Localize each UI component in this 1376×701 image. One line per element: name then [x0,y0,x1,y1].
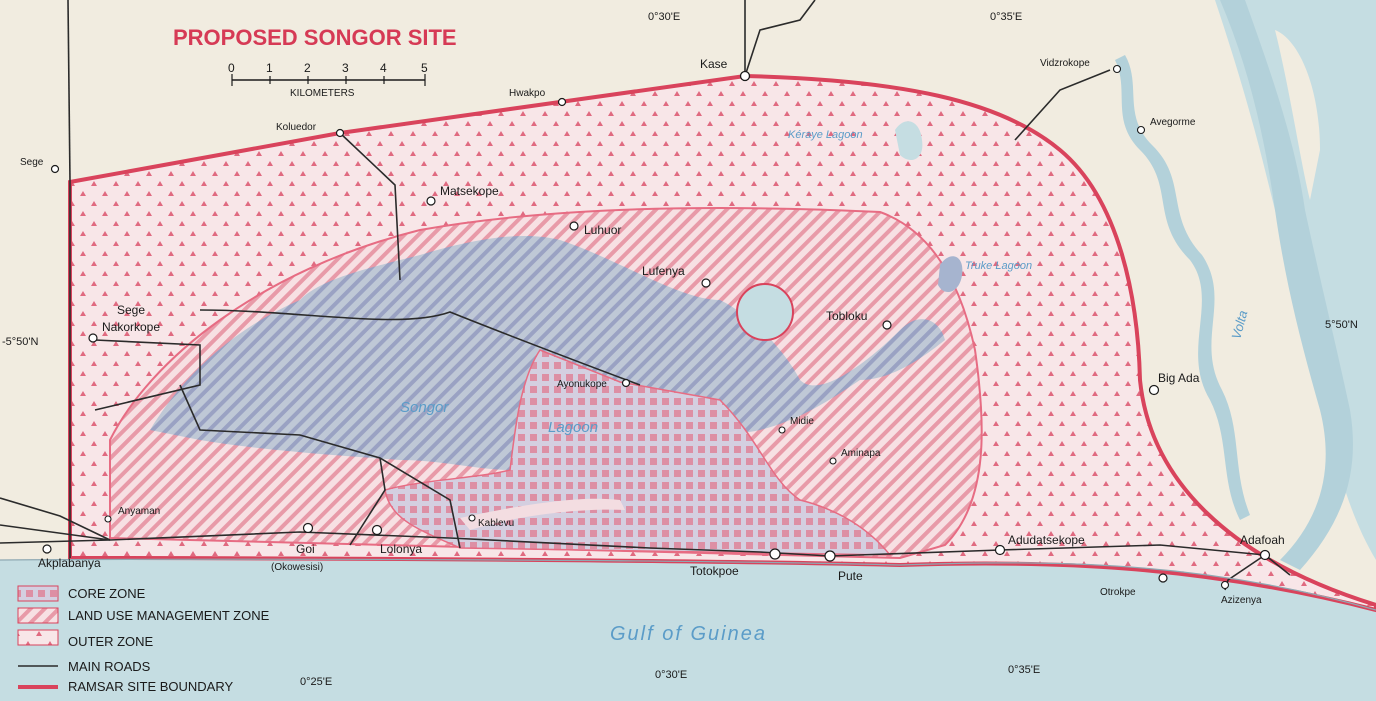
kablevu-marker [468,514,476,522]
sege-nakorkope-marker [88,333,98,343]
goi-marker [302,522,314,534]
midie-marker [778,426,786,434]
big-ada-marker [1148,384,1160,396]
truke-lagoon-water [938,256,963,293]
otrokpe-label: Otrokpe [1100,587,1136,598]
coord-left-lat: -5°50'N [2,336,39,348]
songor-label: Songor [400,399,449,416]
coord-right-lat: 5°50'N [1325,319,1358,331]
okowesisi-label: (Okowesisi) [271,562,323,573]
azizenya-marker [1220,580,1230,590]
totokpoe-label: Totokpoe [690,564,739,578]
kase-label: Kase [700,57,728,71]
adafoah-marker [1259,549,1271,561]
legend-outer-zone: OUTER ZONE [68,634,154,649]
gulf-label: Gulf of Guinea [610,623,767,645]
settlements: Kase Hwakpo Koluedor Sege Matsekope Luhu… [20,57,1285,606]
adudatsekope-marker [994,544,1006,556]
sege-label: Sege [20,157,44,168]
coord-top-35e: 0°35'E [990,11,1022,23]
keraye-lagoon-water [895,121,923,160]
core-zone-sandbar [460,498,625,530]
aminapa-marker [829,457,837,465]
volta-label: Volta [1228,309,1250,341]
matsekope-label: Matsekope [440,184,499,198]
akplabanya-marker [42,544,52,554]
anyaman-label: Anyaman [118,506,160,517]
legend-main-roads: MAIN ROADS [68,659,151,674]
pute-marker [824,550,836,562]
totokpoe-marker [769,548,781,560]
legend-land-use: LAND USE MANAGEMENT ZONE [68,608,270,623]
lagoon-pond [736,283,794,341]
coastline [0,558,1376,611]
hwakpo-marker [557,97,567,107]
core-zone [384,349,892,556]
coord-top-30e: 0°30'E [648,11,680,23]
scale-tick-3: 3 [342,61,349,75]
goi-label: Goi [296,542,315,556]
azizenya-label: Azizenya [1221,595,1262,606]
sege-marker [50,164,60,174]
kase-marker [739,70,751,82]
adafoah-label: Adafoah [1240,533,1285,547]
legend-core-zone: CORE ZONE [68,586,146,601]
akplabanya-label: Akplabanya [38,556,101,570]
adudatsekope-label: Adudatsekope [1008,533,1085,547]
tobloku-marker [882,320,892,330]
truke-lagoon-label: Truke Lagoon [965,260,1032,272]
sege-nakorkope-label-1: Sege [117,303,145,317]
scale-tick-2: 2 [304,61,311,75]
aminapa-label: Aminapa [841,448,881,459]
tobloku-label: Tobloku [826,309,867,323]
midie-label: Midie [790,416,814,427]
map-title: PROPOSED SONGOR SITE [173,25,457,50]
coord-bottom-25e: 0°25'E [300,676,332,688]
scale-tick-4: 4 [380,61,387,75]
kablevu-label: Kablevu [478,518,514,529]
scale-tick-1: 1 [266,61,273,75]
ayonukope-marker [621,378,631,388]
ayonukope-label: Ayonukope [557,379,607,390]
legend-ramsar: RAMSAR SITE BOUNDARY [68,679,234,694]
luhuor-marker [569,221,579,231]
scale-unit: KILOMETERS [290,88,355,99]
big-ada-label: Big Ada [1158,371,1200,385]
gulf-of-guinea [0,559,1376,701]
lolonya-label: Lolonya [380,542,422,556]
lolonya-marker [371,524,383,536]
coord-bottom-35e: 0°35'E [1008,664,1040,676]
pute-label: Pute [838,569,863,583]
legend: CORE ZONE LAND USE MANAGEMENT ZONE OUTER… [17,585,270,694]
volta-side-channel [1115,55,1250,520]
hwakpo-label: Hwakpo [509,88,546,99]
scale-tick-5: 5 [421,61,428,75]
anyaman-marker [104,515,112,523]
lagoon-label: Lagoon [548,419,598,436]
koluedor-marker [335,128,345,138]
lufenya-label: Lufenya [642,264,685,278]
main-roads [0,0,1291,591]
vidzrokope-label: Vidzrokope [1040,58,1090,69]
koluedor-label: Koluedor [276,122,317,133]
scale-bar: 0 1 2 3 4 5 KILOMETERS [228,61,428,99]
avegorme-marker [1136,125,1146,135]
luhuor-label: Luhuor [584,223,621,237]
matsekope-marker [426,196,436,206]
coord-bottom-30e: 0°30'E [655,669,687,681]
sege-nakorkope-label-2: Nakorkope [102,320,160,334]
scale-tick-0: 0 [228,61,235,75]
keraye-lagoon-label: Kéraye Lagoon [788,129,863,141]
vidzrokope-marker [1112,64,1122,74]
lufenya-marker [701,278,711,288]
avegorme-label: Avegorme [1150,117,1196,128]
otrokpe-marker [1158,573,1168,583]
